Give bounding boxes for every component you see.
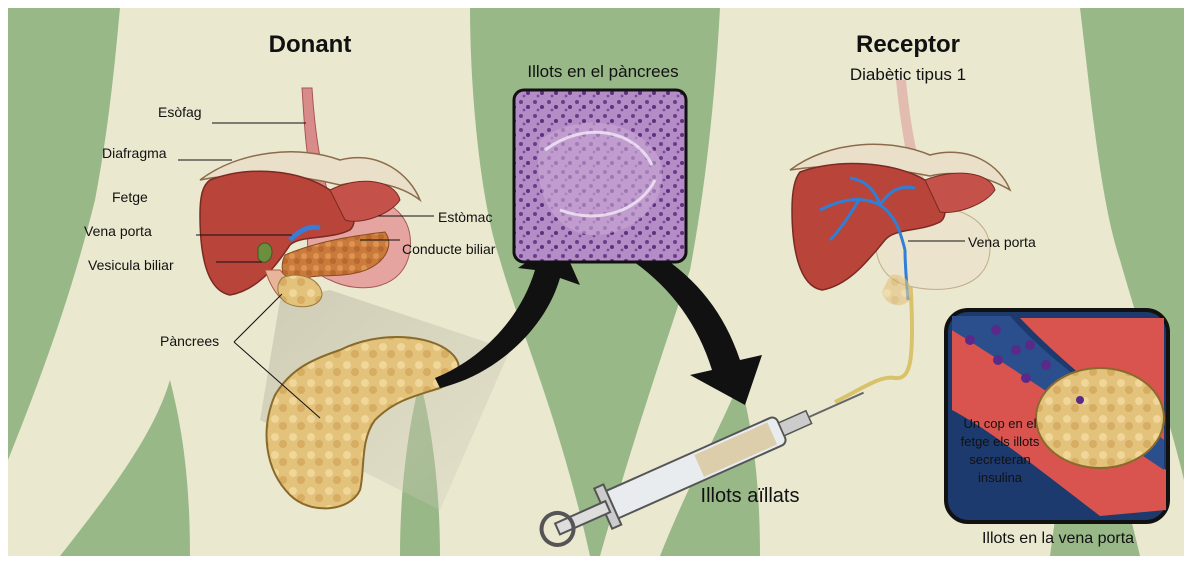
insulin-dot (1011, 345, 1021, 355)
inset-islet (1036, 368, 1164, 468)
insulin-dot (1021, 373, 1031, 383)
inset-caption: Illots en la vena porta (982, 530, 1134, 547)
label-diaphragm: Diafragma (102, 145, 167, 161)
syringe-label: Illots aïllats (701, 485, 800, 507)
recipient-subtitle: Diabètic tipus 1 (850, 65, 966, 84)
label-stomach: Estòmac (438, 209, 492, 225)
inset-text-line-4: insulina (978, 470, 1023, 485)
donor-title: Donant (269, 31, 352, 58)
insulin-dot (1025, 340, 1035, 350)
recipient-title: Receptor (856, 31, 960, 58)
inset-text-line-3: secreteran (969, 452, 1030, 467)
insulin-dot (991, 325, 1001, 335)
insulin-dot (1076, 396, 1084, 404)
label-liver: Fetge (112, 189, 148, 205)
inset-text-line-2: fetge els illots (961, 434, 1040, 449)
insulin-dot (965, 335, 975, 345)
label-recipient-portal-vein: Vena porta (968, 234, 1036, 250)
insulin-dot (993, 355, 1003, 365)
gallbladder-shape (258, 243, 272, 262)
label-pancreas: Pàncrees (160, 333, 219, 349)
label-gallbladder: Vesicula biliar (88, 257, 174, 273)
label-portal-vein: Vena porta (84, 223, 152, 239)
label-bile-duct: Conducte biliar (402, 241, 496, 257)
histology-panel (514, 90, 686, 262)
label-esophagus: Esòfag (158, 104, 202, 120)
portal-vein-inset: Un cop en el fetge els illots secreteran… (946, 310, 1168, 522)
insulin-dot (1041, 360, 1051, 370)
histology-title: Illots en el pàncrees (527, 62, 678, 81)
inset-text-line-1: Un cop en el (964, 416, 1037, 431)
